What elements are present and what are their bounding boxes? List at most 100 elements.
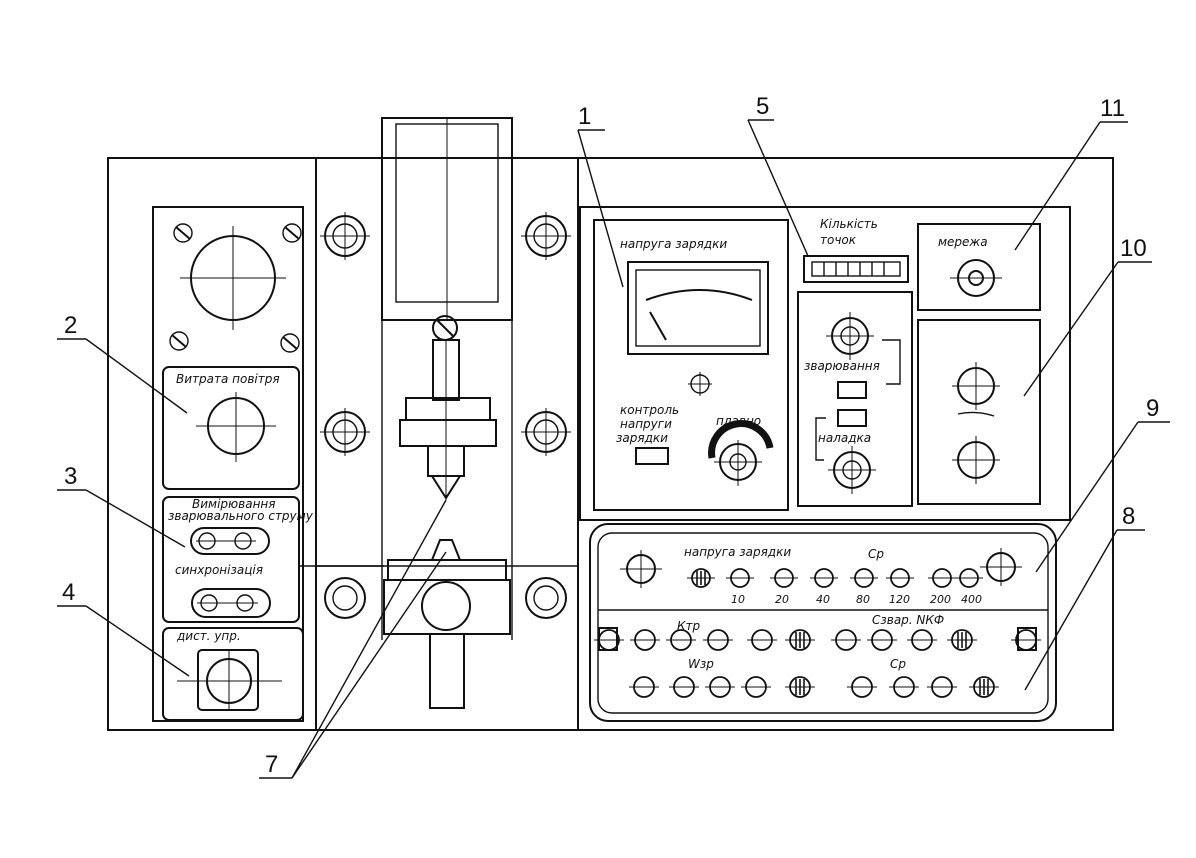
fuse-block — [917, 319, 1041, 505]
selector-pin[interactable] — [747, 629, 777, 651]
selector-pin[interactable] — [785, 629, 815, 651]
control-label-1: контроль — [620, 403, 679, 417]
socket-icon[interactable] — [190, 527, 270, 555]
selector-pin[interactable] — [889, 676, 919, 698]
callout-1: 1 — [578, 103, 591, 130]
selector-pin[interactable] — [810, 568, 838, 588]
scale-tick: 120 — [889, 593, 910, 606]
scale-tick: 400 — [961, 593, 982, 606]
bottom-capacitor-rows: Ктр Сзвар. NКФ Wзр Ср — [594, 613, 1041, 698]
sync-label: синхронізація — [175, 563, 263, 577]
selector-pins[interactable] — [687, 568, 983, 588]
adjust-button[interactable] — [837, 409, 867, 427]
adjust-knob[interactable] — [828, 446, 876, 494]
electrode-assembly — [300, 117, 513, 709]
callout-3: 3 — [64, 463, 77, 490]
selector-pin[interactable] — [703, 629, 733, 651]
callout-5: 5 — [756, 93, 769, 120]
selector-pin[interactable] — [847, 676, 877, 698]
bolt-nut-icon — [521, 212, 571, 260]
housing — [107, 157, 1114, 731]
measure-label-2: зварювального струму — [168, 509, 314, 523]
selector-pin[interactable] — [594, 629, 624, 651]
end-socket[interactable] — [620, 550, 662, 588]
selector-pin[interactable] — [1011, 629, 1041, 651]
bolt-nut-icon — [521, 408, 571, 456]
callout-9: 9 — [1146, 395, 1159, 422]
screw-head-icon — [173, 223, 193, 243]
socket-icon[interactable] — [191, 588, 271, 618]
screw-head-icon — [169, 331, 189, 351]
selector-pin[interactable] — [687, 568, 715, 588]
charge-voltage-block: напруга зарядки контроль напруги зарядки… — [593, 219, 789, 511]
air-flow-gauge[interactable] — [196, 392, 276, 462]
bolt-nut-icon — [320, 212, 370, 260]
toggle-switch-icon[interactable] — [950, 259, 1002, 297]
fuse-holder[interactable] — [952, 362, 1000, 410]
selector-pin[interactable] — [947, 629, 977, 651]
remote-connector[interactable] — [177, 649, 282, 711]
end-socket[interactable] — [980, 548, 1022, 586]
welding-label: зварювання — [804, 359, 880, 373]
welding-button[interactable] — [837, 381, 867, 399]
fuse-holder[interactable] — [952, 436, 1000, 484]
scale-tick: 200 — [930, 593, 951, 606]
selector-pin[interactable] — [850, 568, 878, 588]
selector-pin[interactable] — [785, 676, 815, 698]
selector-pin[interactable] — [907, 629, 937, 651]
scale-tick: 10 — [731, 593, 745, 606]
selector-pin[interactable] — [969, 676, 999, 698]
scale-tick: 20 — [775, 593, 789, 606]
selector-pin[interactable] — [629, 676, 659, 698]
selector-pin[interactable] — [669, 676, 699, 698]
selector-pin[interactable] — [630, 629, 660, 651]
bottom-charge-label: напруга зарядки — [684, 545, 791, 559]
meter-dial-icon — [627, 261, 769, 355]
bolt-nut-icon — [324, 577, 366, 619]
callout-2: 2 — [64, 312, 77, 339]
bolt-nut-icon — [320, 408, 370, 456]
points-label-1: Кількість — [820, 217, 878, 231]
control-label-2: напруги — [620, 417, 672, 431]
scale-tick: 80 — [856, 593, 870, 606]
welding-knob[interactable] — [826, 312, 874, 360]
selector-pin[interactable] — [705, 676, 735, 698]
selector-pins[interactable] — [629, 676, 999, 698]
measure-label-1: Вимірювання — [192, 497, 275, 511]
callout-7: 7 — [265, 751, 278, 778]
selector-pin[interactable] — [867, 629, 897, 651]
callout-8: 8 — [1122, 503, 1135, 530]
screw-head-icon — [280, 333, 300, 353]
control-button[interactable] — [635, 447, 669, 465]
top-gauge — [180, 226, 286, 330]
scale-ticks: 10 20 40 80 120 200 400 — [731, 593, 982, 606]
cp2-label: Ср — [890, 657, 906, 671]
selector-pin[interactable] — [927, 676, 957, 698]
points-label-2: точок — [820, 233, 857, 247]
network-label: мережа — [938, 235, 988, 249]
selector-pin[interactable] — [741, 676, 771, 698]
selector-pins[interactable] — [594, 629, 1041, 651]
selector-pin[interactable] — [955, 568, 983, 588]
callout-11: 11 — [1100, 95, 1125, 122]
charge-voltage-label: напруга зарядки — [620, 237, 727, 251]
selector-pin[interactable] — [928, 568, 956, 588]
selector-pin[interactable] — [886, 568, 914, 588]
air-flow-label: Витрата повітря — [176, 372, 280, 386]
network-block: мережа — [917, 223, 1041, 311]
callout-numbers: 1 2 3 4 5 7 8 9 10 11 — [62, 93, 1159, 778]
knob-icon[interactable] — [708, 420, 774, 486]
counter-display-icon — [803, 255, 909, 283]
remote-label: дист. упр. — [176, 629, 241, 643]
bolt-nut-icon — [525, 577, 567, 619]
indicator-lamp — [688, 372, 712, 396]
cvar-label: Сзвар. NКФ — [872, 613, 944, 627]
selector-pin[interactable] — [831, 629, 861, 651]
selector-pin[interactable] — [726, 568, 754, 588]
frame-bolts — [320, 212, 571, 619]
screw-head-icon — [282, 223, 302, 243]
points-counter-block: Кількість точок — [803, 217, 909, 283]
selector-pin[interactable] — [770, 568, 798, 588]
wzr-label: Wзр — [688, 657, 714, 671]
selector-pin[interactable] — [666, 629, 696, 651]
